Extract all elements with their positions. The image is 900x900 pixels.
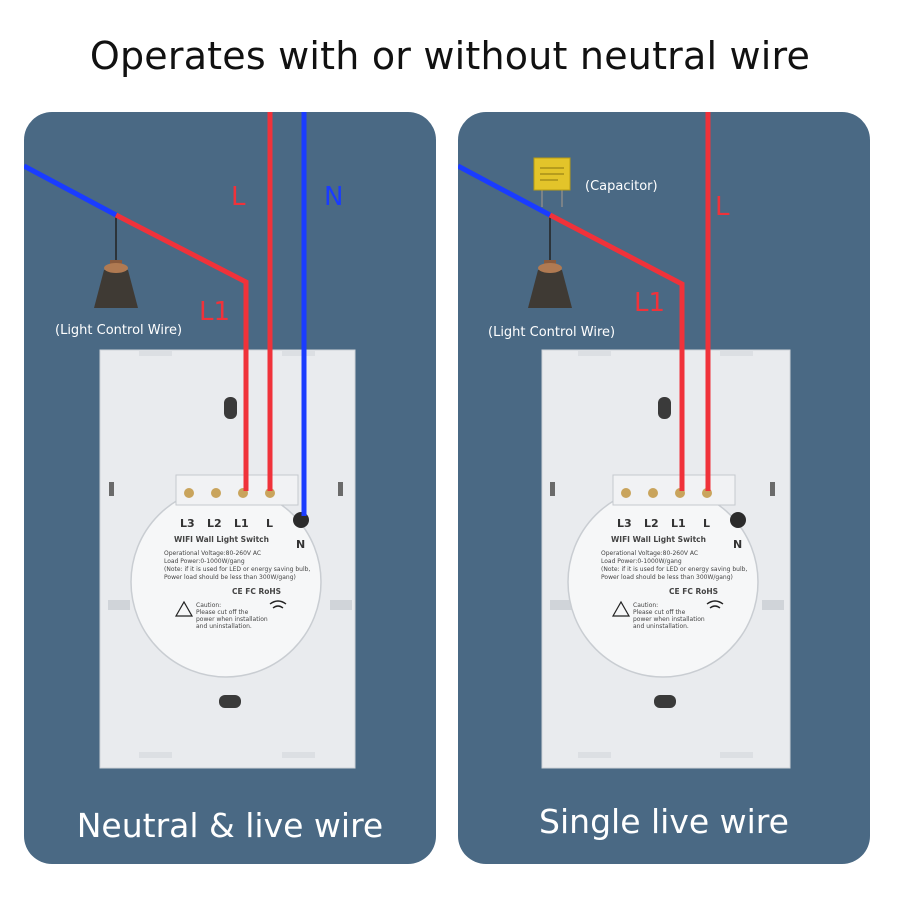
capacitor-note: (Capacitor) (585, 179, 658, 194)
product-name: WIFI Wall Light Switch (174, 535, 269, 544)
cert-marks: CE FC RoHS (232, 587, 282, 596)
single-live-wiring-diagram (458, 112, 791, 769)
spec-note-1: (Note: if it is used for LED or energy s… (601, 566, 748, 573)
spec-voltage: Operational Voltage:80-260V AC (164, 550, 262, 557)
switch-module (130, 474, 322, 678)
terminal-label-l1: L1 (234, 517, 249, 530)
wires (458, 112, 711, 491)
caution-line-1: Please cut off the (633, 609, 686, 616)
load-wire-label: L1 (634, 288, 666, 318)
terminal-label-l2: L2 (207, 517, 222, 530)
terminal-label-l2: L2 (644, 517, 659, 530)
caution-line-2: power when installation (196, 616, 268, 623)
terminal-label-n: N (733, 538, 743, 551)
spec-note-1: (Note: if it is used for LED or energy s… (164, 566, 311, 573)
caution-title: Caution: (196, 602, 222, 609)
live-wire-label: L (231, 182, 246, 212)
terminal-label-l: L (266, 517, 274, 530)
load-wire-label: L1 (199, 297, 231, 327)
live-wire-label: L (715, 192, 730, 222)
neutral-wire-label: N (324, 182, 344, 212)
cert-marks: CE FC RoHS (669, 587, 719, 596)
caution-title: Caution: (633, 602, 659, 609)
neutral-wiring-diagram (24, 112, 356, 769)
single-live-panel: (Capacitor) L L1 (Light Control Wire) L3… (458, 112, 870, 864)
terminal-label-l3: L3 (617, 517, 632, 530)
pendant-lamp (94, 215, 138, 308)
wires (24, 112, 307, 516)
caution-line-3: and uninstallation. (633, 623, 689, 630)
spec-voltage: Operational Voltage:80-260V AC (601, 550, 699, 557)
terminal-label-n: N (296, 538, 306, 551)
switch-module (567, 474, 759, 678)
light-control-note: (Light Control Wire) (488, 325, 616, 340)
page-title: Operates with or without neutral wire (89, 34, 811, 78)
caution-line-3: and uninstallation. (196, 623, 252, 630)
caution-line-1: Please cut off the (196, 609, 249, 616)
neutral-live-panel: L N L1 (Light Control Wire) L3 L2 L1 L N… (24, 112, 436, 864)
capacitor-icon (533, 157, 571, 207)
spec-load-power: Load Power:0-1000W/gang (164, 558, 245, 565)
caution-line-2: power when installation (633, 616, 705, 623)
product-name: WIFI Wall Light Switch (611, 535, 706, 544)
terminal-label-l3: L3 (180, 517, 195, 530)
terminal-label-l1: L1 (671, 517, 686, 530)
spec-note-2: Power load should be less than 300W/gang… (164, 574, 296, 581)
terminal-label-l: L (703, 517, 711, 530)
spec-note-2: Power load should be less than 300W/gang… (601, 574, 733, 581)
light-control-note: (Light Control Wire) (55, 323, 183, 338)
neutral-live-caption: Neutral & live wire (76, 806, 384, 845)
pendant-lamp (528, 215, 572, 308)
single-live-caption: Single live wire (539, 802, 789, 841)
spec-load-power: Load Power:0-1000W/gang (601, 558, 682, 565)
